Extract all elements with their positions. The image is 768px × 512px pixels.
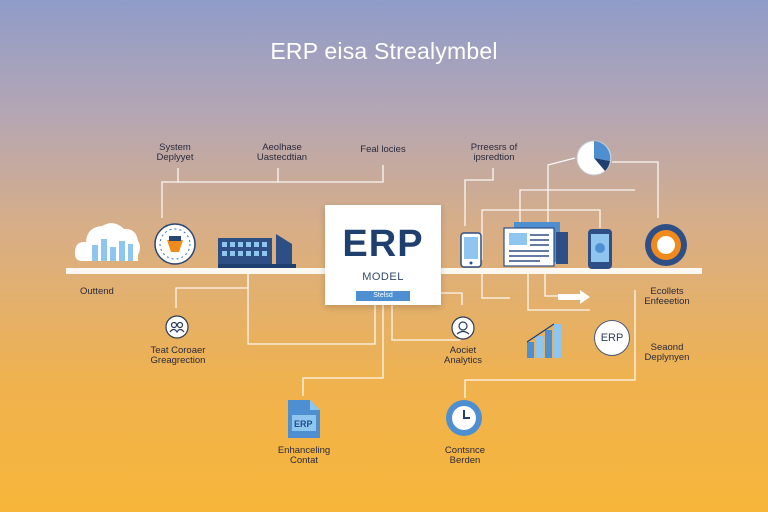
diagram-title: ERP eisa Strealymbel bbox=[270, 38, 498, 64]
smartphone-icon bbox=[588, 229, 612, 269]
clock-badge-icon bbox=[154, 223, 196, 265]
label-tool-integration: Teat Coroaer Greagrection bbox=[150, 345, 206, 366]
label-analytics: Aociet Analytics bbox=[443, 345, 482, 366]
label-ecollets-federation: Ecollets Enfeeetion bbox=[644, 286, 690, 307]
factory-building-icon bbox=[218, 234, 296, 268]
label-realtime-updates: Aeolhase Uastecdtian bbox=[256, 142, 308, 163]
tablet-icon bbox=[460, 232, 482, 268]
label-feature-nodes: Feal locies bbox=[360, 144, 406, 155]
stopwatch-icon bbox=[446, 400, 482, 436]
label-outend: Outtend bbox=[80, 286, 114, 297]
bar-chart-icon bbox=[526, 323, 561, 358]
erp-model-card: ERP MODEL Stelsd bbox=[325, 205, 441, 305]
team-circle-icon bbox=[451, 316, 475, 340]
document-erp-icon bbox=[288, 400, 320, 438]
label-system-deployment: System Deplyyet bbox=[156, 142, 194, 163]
model-text: MODEL bbox=[362, 271, 404, 283]
documents-stack-icon bbox=[503, 222, 568, 267]
arrow-right-icon bbox=[558, 290, 590, 304]
label-second-deployment: Seaond Deplynyen bbox=[644, 342, 690, 363]
cloud-bar-chart-icon bbox=[74, 223, 140, 261]
label-enhancing-contact: Enhanceling Contat bbox=[277, 445, 331, 466]
donut-ring-icon bbox=[645, 224, 687, 266]
label-contract-border: Contsnce Berden bbox=[444, 445, 486, 466]
erp-main-text: ERP bbox=[342, 223, 424, 265]
pie-chart-icon bbox=[576, 140, 612, 176]
label-process-integration: Prreesrs of ipsredtion bbox=[470, 142, 518, 163]
model-select-button[interactable]: Stelsd bbox=[356, 291, 410, 301]
document-erp-label: ERP bbox=[294, 419, 313, 429]
people-circle-icon bbox=[165, 315, 189, 339]
erp-circle-badge: ERP bbox=[594, 320, 630, 356]
